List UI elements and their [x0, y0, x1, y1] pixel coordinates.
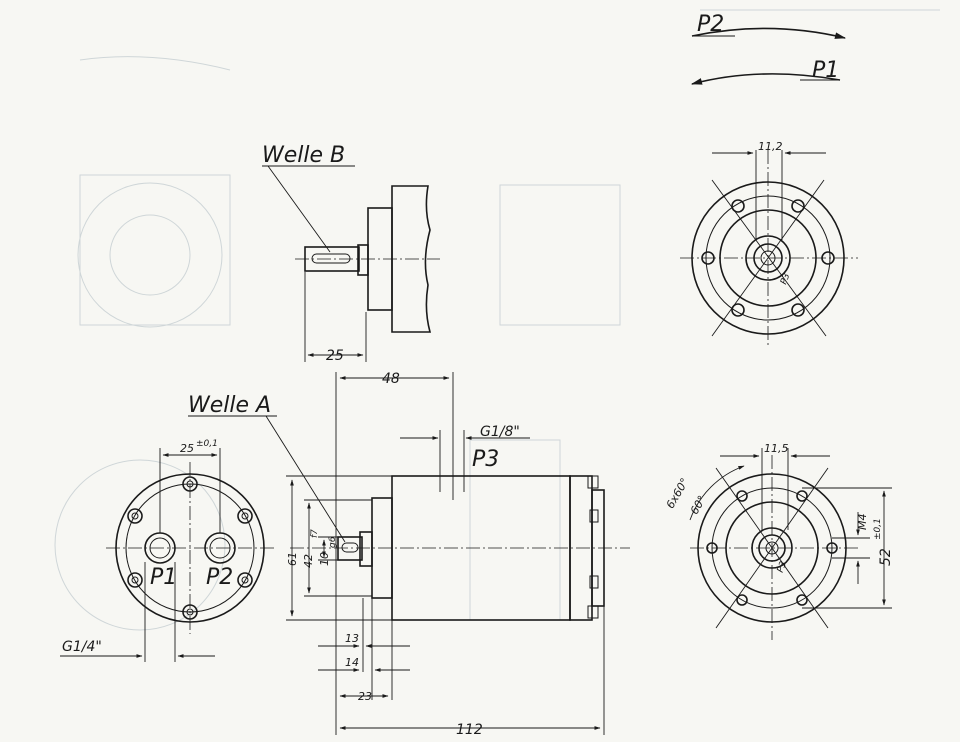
dim-11-2: 11,2 — [758, 140, 783, 153]
dim-13: 13 — [345, 632, 359, 645]
tol-25: ±0,1 — [196, 439, 218, 449]
dim-11-5: 11,5 — [764, 442, 789, 455]
label-p3-front: P3 — [472, 447, 499, 472]
label-m4: M4 — [856, 514, 869, 531]
label-p2: P2 — [697, 12, 724, 37]
label-welle-b: Welle B — [262, 143, 345, 168]
rotation-arrow-p2 — [691, 27, 847, 39]
label-welle-a: Welle A — [188, 393, 271, 418]
rotation-arrow-p1 — [690, 73, 841, 85]
dim-dia-42: 42 — [302, 554, 315, 568]
label-6x60: 6x60° — [664, 476, 692, 511]
label-p3-right: P3 — [776, 560, 789, 574]
tol-52: ±0,1 — [873, 518, 883, 540]
label-p1-left: P1 — [150, 565, 177, 590]
dim-dia-52: 52 — [878, 548, 894, 566]
label-p1: P1 — [812, 58, 839, 83]
right-end-view: 6x60° 60° 11,5 M4 52 ±0,1 P3 — [664, 442, 894, 640]
tol-f7: f7 — [310, 529, 320, 538]
dim-23: 23 — [358, 690, 372, 703]
dim-112: 112 — [456, 722, 483, 738]
rotation-arrows: P2 P1 — [690, 12, 847, 85]
dim-14: 14 — [345, 656, 359, 669]
label-60deg: 60° — [688, 493, 709, 516]
label-g18: G1/8" — [480, 424, 520, 440]
left-end-view: 25 ±0,1 P1 P2 G1/4" — [60, 439, 274, 662]
dim-dia-61: 61 — [286, 552, 299, 566]
label-p2-left: P2 — [206, 565, 233, 590]
dim-dia-10: 10 — [318, 552, 331, 566]
label-p3-top-right: P3 — [779, 272, 792, 286]
dim-25-side: 25 — [326, 348, 344, 364]
side-view-welle-b: Welle B 25 — [262, 143, 440, 364]
tol-g6: g6 — [328, 536, 338, 548]
front-view-main: Welle A 48 G1/8" P3 61 — [188, 371, 630, 738]
label-g14: G1/4" — [62, 639, 102, 655]
dim-48: 48 — [382, 371, 400, 387]
dim-25-left: 25 — [180, 442, 194, 455]
top-right-end-view: 11,2 P3 — [680, 140, 858, 346]
background-ghost-shapes — [54, 9, 940, 631]
